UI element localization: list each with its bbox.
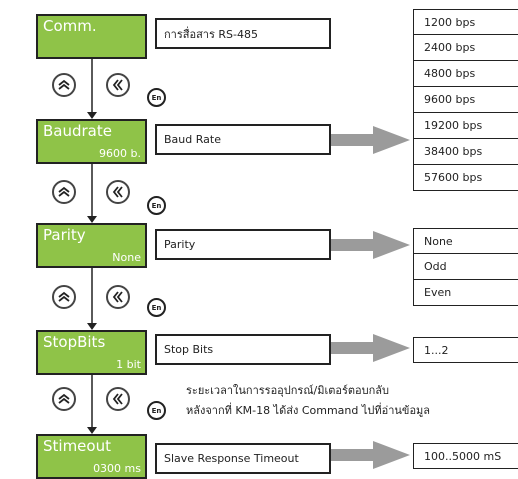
enter-button[interactable]: En: [147, 196, 166, 215]
gray-arrow: [331, 441, 410, 469]
baud-option[interactable]: 2400 bps: [413, 35, 518, 61]
menu-stimeout[interactable]: Stimeout 0300 ms: [36, 434, 147, 479]
gray-arrow: [331, 334, 410, 362]
stopbits-option[interactable]: 1...2: [413, 337, 518, 363]
double-chevron-up-icon: [58, 186, 70, 197]
menu-title: Stimeout: [43, 437, 111, 455]
description-stimeout: Slave Response Timeout: [155, 443, 331, 474]
menu-title: StopBits: [43, 333, 106, 351]
double-chevron-left-icon: [112, 79, 123, 91]
menu-title: Comm.: [43, 17, 97, 35]
back-button[interactable]: [106, 387, 130, 411]
gray-arrow: [331, 126, 410, 154]
double-chevron-up-icon: [58, 79, 70, 90]
double-chevron-left-icon: [112, 186, 123, 198]
back-button[interactable]: [106, 180, 130, 204]
double-chevron-left-icon: [112, 291, 123, 303]
double-chevron-left-icon: [112, 393, 123, 405]
baud-option[interactable]: 57600 bps: [413, 165, 518, 191]
baud-option[interactable]: 1200 bps: [413, 9, 518, 35]
menu-value: None: [112, 251, 141, 264]
timeout-options-list: 100..5000 mS: [413, 443, 518, 469]
menu-value: 9600 b.: [99, 147, 141, 160]
up-button[interactable]: [52, 73, 76, 97]
parity-option[interactable]: Odd: [413, 254, 518, 280]
parity-option[interactable]: Even: [413, 280, 518, 306]
menu-title: Baudrate: [43, 122, 112, 140]
parity-options-list: None Odd Even: [413, 228, 518, 306]
menu-parity[interactable]: Parity None: [36, 223, 147, 268]
up-button[interactable]: [52, 285, 76, 309]
menu-value: 1 bit: [116, 358, 141, 371]
parity-option[interactable]: None: [413, 228, 518, 254]
up-button[interactable]: [52, 180, 76, 204]
gray-arrow: [331, 231, 410, 259]
description-baudrate: Baud Rate: [155, 124, 331, 155]
flow-arrowhead: [87, 427, 97, 434]
flow-arrowhead: [87, 216, 97, 223]
baud-option[interactable]: 38400 bps: [413, 139, 518, 165]
timeout-note-line-2: หลังจากที่ KM-18 ได้ส่ง Command ไปที่อ่า…: [186, 404, 431, 417]
timeout-option[interactable]: 100..5000 mS: [413, 443, 518, 469]
baud-option[interactable]: 4800 bps: [413, 61, 518, 87]
enter-button[interactable]: En: [147, 88, 166, 107]
up-button[interactable]: [52, 387, 76, 411]
enter-button[interactable]: En: [147, 298, 166, 317]
menu-title: Parity: [43, 226, 86, 244]
menu-stopbits[interactable]: StopBits 1 bit: [36, 330, 147, 375]
description-parity: Parity: [155, 229, 331, 260]
menu-baudrate[interactable]: Baudrate 9600 b.: [36, 119, 147, 164]
description-stopbits: Stop Bits: [155, 334, 331, 365]
flow-arrowhead: [87, 323, 97, 330]
flow-arrowhead: [87, 112, 97, 119]
timeout-note-line-1: ระยะเวลาในการรออุปกรณ์/มิเตอร์ตอบกลับ: [186, 384, 390, 397]
stopbits-options-list: 1...2: [413, 337, 518, 363]
baud-options-list: 1200 bps 2400 bps 4800 bps 9600 bps 1920…: [413, 9, 518, 191]
baud-option[interactable]: 9600 bps: [413, 87, 518, 113]
double-chevron-up-icon: [58, 393, 70, 404]
back-button[interactable]: [106, 73, 130, 97]
baud-option[interactable]: 19200 bps: [413, 113, 518, 139]
menu-value: 0300 ms: [93, 462, 141, 475]
description-comm: การสื่อสาร RS-485: [155, 18, 331, 49]
menu-comm[interactable]: Comm.: [36, 14, 147, 59]
enter-button[interactable]: En: [147, 401, 166, 420]
double-chevron-up-icon: [58, 291, 70, 302]
back-button[interactable]: [106, 285, 130, 309]
